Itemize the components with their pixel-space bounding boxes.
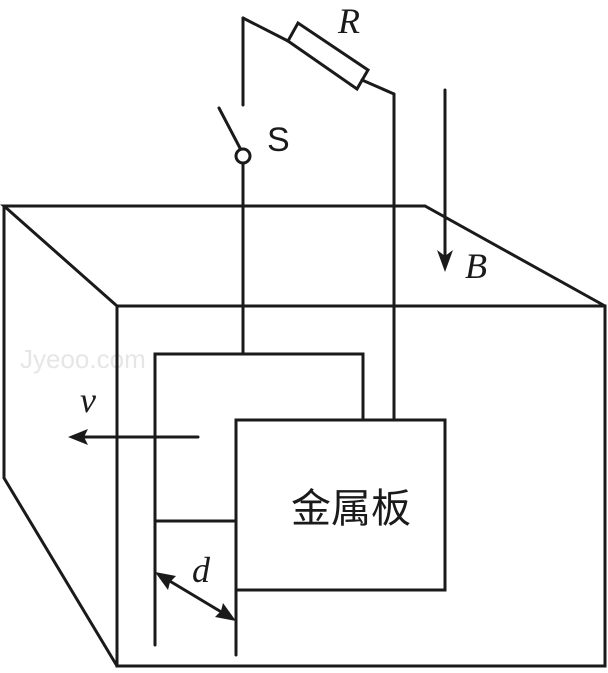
separation-arrow-head-left: [155, 572, 176, 590]
separation-arrow-head-right: [215, 603, 236, 621]
resistor-label: R: [337, 1, 360, 41]
back-plate-outline: [153, 352, 365, 647]
switch-pivot: [234, 147, 252, 165]
velocity-arrow-head: [68, 429, 88, 445]
switch-blade: [217, 106, 243, 152]
wire-to-resistor: [241, 16, 290, 43]
metal-plate-label: 金属板: [291, 486, 411, 532]
magnetic-field-arrow-head: [437, 250, 453, 272]
box-left-face: [2, 204, 119, 668]
separation-label: d: [192, 550, 211, 590]
resistor-symbol: [286, 20, 371, 92]
wire-from-resistor: [360, 78, 396, 96]
separation-arrow: [161, 575, 230, 618]
switch-label: S: [267, 121, 290, 159]
box-top-face: [0, 204, 607, 308]
magnetic-field-label: B: [465, 246, 487, 286]
velocity-label: v: [80, 380, 96, 420]
watermark: Jyeoo.com: [20, 344, 146, 374]
box-front-face: [115, 304, 607, 668]
